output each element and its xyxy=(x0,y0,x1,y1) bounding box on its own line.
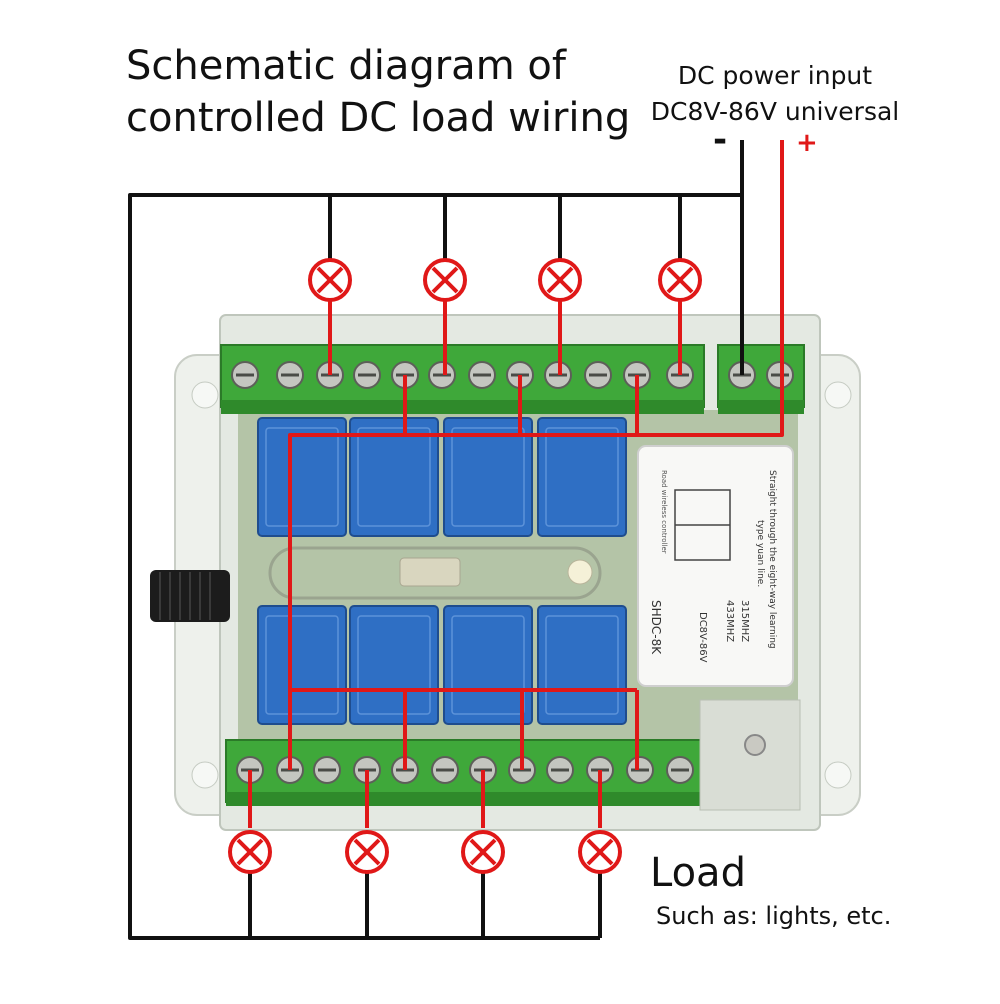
relay-marking xyxy=(357,615,431,715)
relay xyxy=(257,605,347,725)
lamp-cross xyxy=(586,838,614,866)
board-label-freq1: 315MHZ xyxy=(739,600,750,642)
relay xyxy=(537,417,627,537)
power-input-line2: DC8V-86V universal xyxy=(650,97,900,126)
negative-bus-wire xyxy=(128,140,744,940)
load-subtitle: Such as: lights, etc. xyxy=(656,902,892,930)
wires-red xyxy=(248,140,784,828)
terminal-stripe xyxy=(221,400,704,414)
crystal xyxy=(399,557,461,587)
relay-marking xyxy=(357,427,431,527)
relay-marking xyxy=(265,615,339,715)
terminal-stripe xyxy=(718,400,804,414)
relay xyxy=(257,417,347,537)
power-minus-sign: - xyxy=(713,120,728,160)
relay-row-bottom xyxy=(257,605,627,725)
mount-screw xyxy=(744,734,766,756)
terminal-block-power xyxy=(717,344,805,414)
relay-marking xyxy=(545,615,619,715)
relay xyxy=(349,417,439,537)
lamp-cross xyxy=(236,838,264,866)
board-label-freq2: 433MHZ xyxy=(724,600,735,642)
lamp-cross xyxy=(316,266,344,294)
relay xyxy=(537,605,627,725)
load-lamps xyxy=(228,258,702,874)
board-label-desc1: Straight through the eight-way learning xyxy=(767,470,777,649)
crystal-holder xyxy=(268,546,602,600)
terminal-block-top xyxy=(220,344,705,414)
load-title: Load xyxy=(650,850,746,896)
power-jack xyxy=(699,699,801,811)
antenna-coil xyxy=(159,572,211,620)
relay-marking xyxy=(545,427,619,527)
power-input-line1: DC power input xyxy=(677,61,873,90)
diagram-title-line2: controlled DC load wiring xyxy=(126,95,631,141)
lamp-cross xyxy=(431,266,459,294)
lamp-cross xyxy=(469,838,497,866)
relay-marking xyxy=(265,427,339,527)
relay xyxy=(349,605,439,725)
terminal-block-bottom xyxy=(225,739,705,806)
relay-row-top xyxy=(257,417,627,537)
power-input-label: DC power input DC8V-86V universal xyxy=(640,58,910,130)
board-label-desc2: type yuan line. xyxy=(755,520,765,587)
relay xyxy=(443,605,533,725)
board-label-model: SHDC-8K xyxy=(649,600,663,655)
terminal-stripe xyxy=(226,792,704,806)
led xyxy=(567,559,593,585)
lamp-cross xyxy=(353,838,381,866)
lamp-cross xyxy=(666,266,694,294)
mount-hole xyxy=(824,761,852,789)
power-plus-sign: + xyxy=(796,128,818,158)
board-label-footer: Road wireless controller xyxy=(660,470,668,554)
positive-bus-wire xyxy=(288,140,784,770)
board-label-voltage: DC8V-86V xyxy=(697,612,708,663)
mount-hole xyxy=(824,381,852,409)
mount-hole xyxy=(191,761,219,789)
relay-marking xyxy=(451,615,525,715)
lamp-cross xyxy=(546,266,574,294)
relay-marking xyxy=(451,427,525,527)
diagram-title-line1: Schematic diagram of xyxy=(126,43,566,89)
mount-hole xyxy=(191,381,219,409)
diagram-title: Schematic diagram of controlled DC load … xyxy=(126,40,630,144)
relay xyxy=(443,417,533,537)
board-label-sticker: SHDC-8K Straight through the eight-way l… xyxy=(637,445,794,687)
terminal-housing xyxy=(225,739,705,803)
